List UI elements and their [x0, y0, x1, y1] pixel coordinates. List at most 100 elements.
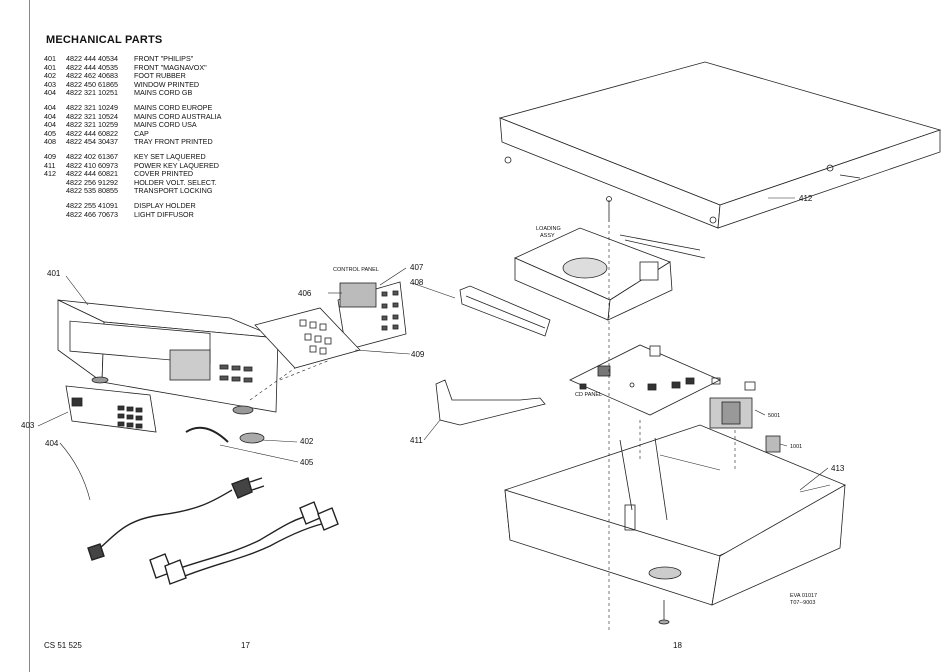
part-number: 404 [44, 111, 56, 121]
part-number: 409 [44, 151, 56, 161]
part-description: MAINS CORD AUSTRALIA [134, 111, 222, 121]
part-number: 404 [44, 120, 56, 130]
parts-row: 408 4822 454 30437 TRAY FRONT PRINTED [44, 138, 221, 147]
part-number: 411 [44, 160, 56, 170]
part-code: 4822 444 40535 [66, 62, 118, 72]
part-code: 4822 402 61367 [66, 151, 118, 161]
bottom-chassis-413 [504, 424, 846, 606]
window-403 [65, 385, 157, 433]
part-description: CAP [134, 128, 149, 138]
part-code: 4822 321 10259 [66, 120, 118, 130]
part-number: 401 [44, 54, 56, 63]
part-description: LIGHT DIFFUSOR [134, 209, 194, 219]
parts-row: 403 4822 450 61865 WINDOW PRINTED [44, 79, 221, 90]
parts-row: 405 4822 444 60822 CAP [44, 128, 221, 139]
footer-page-right: 18 [673, 641, 682, 650]
part-description: FRONT "MAGNAVOX" [134, 62, 207, 72]
parts-row: 404 4822 321 10259 MAINS CORD USA [44, 121, 221, 130]
part-code: 4822 462 40683 [66, 71, 118, 81]
callout-402: 402 [300, 437, 314, 446]
part-description: FRONT "PHILIPS" [134, 54, 194, 63]
label-control-panel: CONTROL PANEL [333, 267, 379, 273]
part-description: DISPLAY HOLDER [134, 200, 196, 210]
callout-403: 403 [21, 421, 35, 430]
callout-405: 405 [300, 458, 314, 467]
part-code: 4822 444 40534 [66, 54, 118, 63]
callout-411: 411 [410, 436, 423, 445]
part-number: 408 [44, 137, 56, 147]
callout-408: 408 [410, 278, 424, 287]
part-code: 4822 256 91292 [66, 177, 118, 187]
part-number: 405 [44, 128, 56, 138]
loading-assy [514, 227, 706, 321]
footer-page-left: 17 [241, 641, 250, 650]
control-panel-board [337, 281, 407, 351]
part-number: 404 [44, 102, 56, 112]
footer-doc-code: CS 51 525 [44, 641, 82, 650]
callout-412: 412 [799, 194, 813, 203]
holder-volt-select [744, 381, 756, 391]
part-number: 402 [44, 71, 56, 81]
label-loading-assy-1: LOADING [536, 226, 561, 232]
callout-407: 407 [410, 263, 424, 272]
part-code: 4822 466 70673 [66, 209, 118, 219]
part-code: 4822 410 60973 [66, 160, 118, 170]
parts-row: 401 4822 444 40535 FRONT "MAGNAVOX" [44, 62, 221, 73]
mains-cord-404 [87, 477, 339, 585]
parts-row: 409 4822 402 61367 KEY SET LAQUERED [44, 151, 221, 162]
label-eva-2: T07--9003 [790, 600, 815, 606]
top-cover-412 [498, 61, 942, 229]
callout-413: 413 [831, 464, 845, 473]
label-eva-1: EVA 01017 [790, 593, 817, 599]
parts-row: 4822 256 91292 HOLDER VOLT. SELECT. [44, 177, 221, 188]
label-1001: 1001 [790, 444, 802, 450]
part-description: TRANSPORT LOCKING [134, 186, 213, 196]
part-description: KEY SET LAQUERED [134, 151, 206, 161]
parts-row: 404 4822 321 10524 MAINS CORD AUSTRALIA [44, 111, 222, 122]
part-description: HOLDER VOLT. SELECT. [134, 177, 217, 187]
part-number: 403 [44, 79, 56, 89]
transformer-5001 [709, 397, 753, 429]
page-title: MECHANICAL PARTS [46, 34, 163, 46]
part-description: MAINS CORD GB [134, 88, 193, 98]
part-code: 4822 255 41091 [66, 200, 118, 210]
part-code: 4822 321 10249 [66, 102, 118, 112]
callout-409: 409 [411, 350, 425, 359]
parts-list: 401 4822 444 40534 FRONT "PHILIPS" 401 4822 … [44, 54, 222, 220]
part-description: POWER KEY LAQUERED [134, 160, 219, 170]
callout-401: 401 [47, 269, 61, 278]
part-code: 4822 444 60822 [66, 128, 118, 138]
part-number: 401 [44, 62, 56, 72]
parts-row: 4822 255 41091 DISPLAY HOLDER [44, 200, 221, 211]
part-number: 412 [44, 169, 56, 179]
part-code: 4822 321 10251 [66, 88, 118, 98]
part-code: 4822 450 61865 [66, 79, 118, 89]
parts-row: 401 4822 444 40534 FRONT "PHILIPS" [44, 54, 221, 64]
label-5001: 5001 [768, 413, 780, 419]
part-code: 4822 321 10524 [66, 111, 118, 121]
part-description: WINDOW PRINTED [134, 79, 200, 89]
part-description: FOOT RUBBER [134, 71, 186, 81]
part-description: MAINS CORD EUROPE [134, 102, 213, 112]
label-cd-panel: CD PANEL [575, 392, 602, 398]
part-description: MAINS CORD USA [134, 120, 197, 130]
front-panel-401 [57, 299, 279, 415]
tray-front-408 [459, 285, 551, 337]
callout-404: 404 [45, 439, 59, 448]
callout-406: 406 [298, 289, 312, 298]
part-code: 4822 535 80855 [66, 186, 118, 196]
part-code: 4822 454 30437 [66, 137, 118, 147]
parts-row: 402 4822 462 40683 FOOT RUBBER [44, 72, 221, 81]
cd-panel [569, 344, 721, 416]
parts-row: 4822 535 80855 TRANSPORT LOCKING [44, 187, 221, 196]
part-number: 404 [44, 88, 56, 98]
parts-row: 4822 466 70673 LIGHT DIFFUSOR [44, 209, 221, 220]
part-1001 [765, 435, 781, 453]
key-set-409 [254, 307, 361, 369]
power-key-411 [435, 379, 546, 426]
page-edge-line [29, 0, 30, 672]
part-description: TRAY FRONT PRINTED [134, 137, 213, 147]
label-loading-assy-2: ASSY [540, 233, 555, 239]
